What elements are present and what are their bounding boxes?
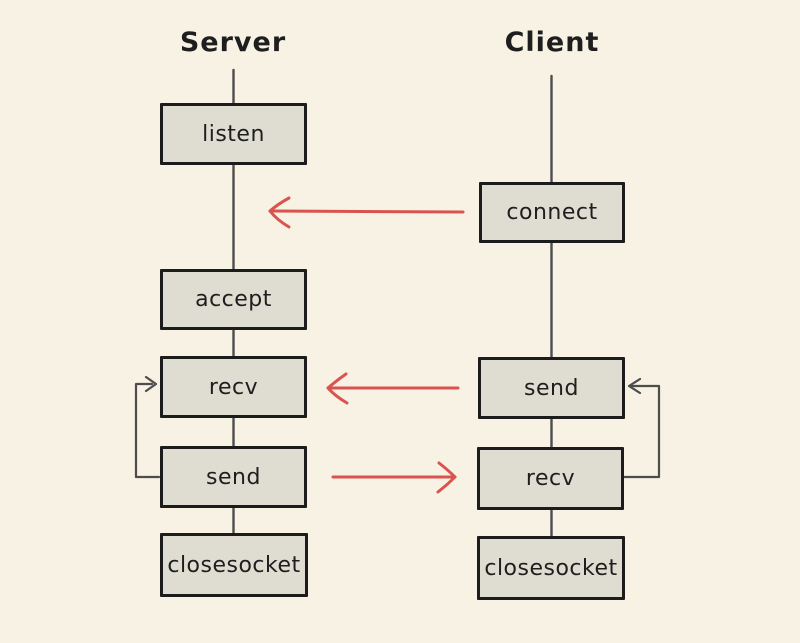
red-arrow-connect-to-server: [268, 196, 465, 229]
server-box-listen: listen: [160, 103, 307, 165]
server-column-title: Server: [179, 27, 287, 58]
server-box-accept: accept: [160, 269, 307, 330]
client-column-title: Client: [504, 27, 600, 58]
client-box-closesocket: closesocket: [477, 536, 625, 600]
red-arrow-server-send-to-client-recv: [331, 461, 457, 494]
loop-arrow-client-recv-to-send: [622, 377, 661, 479]
server-box-send: send: [160, 446, 307, 508]
server-box-closesocket: closesocket: [160, 533, 308, 597]
client-box-connect: connect: [479, 182, 625, 243]
red-arrow-client-send-to-server-recv: [326, 372, 460, 405]
client-box-send: send: [478, 357, 625, 419]
server-box-recv: recv: [160, 356, 307, 418]
client-box-recv: recv: [477, 447, 624, 510]
loop-arrow-server-send-to-recv: [134, 375, 161, 479]
